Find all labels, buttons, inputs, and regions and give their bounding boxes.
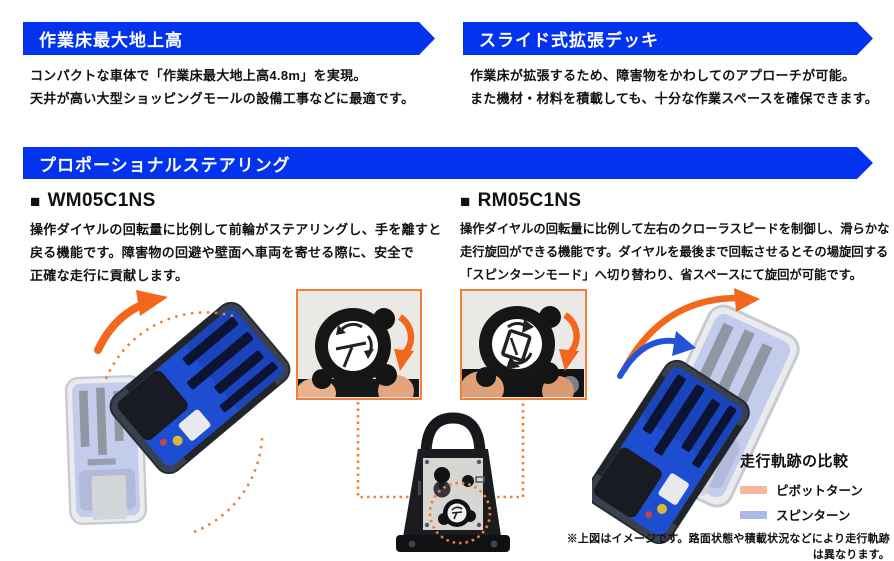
controller-handle xyxy=(420,412,486,456)
turn-comparison-illustration xyxy=(592,288,805,550)
pivot-turn-illustration xyxy=(64,290,297,534)
pivot-turn-swatch xyxy=(740,485,767,494)
legend-item-spin-turn: スピンターン xyxy=(740,505,890,524)
dial-highlight-circle xyxy=(428,481,492,545)
model-heading-rm05c1ns: ■ RM05C1NS xyxy=(460,190,581,212)
rotate-arrow xyxy=(559,312,580,371)
pivot-turn-label: ピボットターン xyxy=(776,484,863,498)
legend-title: 走行軌跡の比較 xyxy=(740,453,849,470)
banner-platform-height: 作業床最大地上高 xyxy=(23,22,435,55)
selector-knob xyxy=(462,475,474,487)
banner-slide-deck-label: スライド式拡張デッキ xyxy=(479,31,659,50)
pivot-turn-arc-dotted-2 xyxy=(193,437,264,534)
spin-turn-symbol-icon xyxy=(501,319,534,369)
banner-proportional-steering-label: プロポーショナルステアリング xyxy=(39,155,291,175)
spin-turn-arrow xyxy=(617,331,696,379)
steering-dial-photo-wm xyxy=(296,289,422,400)
rotate-arrow xyxy=(394,314,415,371)
square-bullet-icon: ■ xyxy=(30,191,41,211)
legend-item-pivot-turn: ピボットターン xyxy=(740,480,890,499)
banner-slide-deck: スライド式拡張デッキ xyxy=(463,22,873,55)
model-heading-wm05c1ns: ■ WM05C1NS xyxy=(30,190,156,212)
spin-turn-label: スピンターン xyxy=(776,509,851,523)
joystick xyxy=(433,467,451,498)
model-name-rm: RM05C1NS xyxy=(477,190,582,211)
banner-proportional-steering: プロポーショナルステアリング xyxy=(23,147,873,179)
steering-dial-photo-rm xyxy=(460,289,587,400)
remote-controller xyxy=(396,412,510,552)
platform-height-description: コンパクトな車体で「作業床最大地上高4.8m」を実現。 天井が高い大型ショッピン… xyxy=(30,68,415,106)
banner-platform-height-label: 作業床最大地上高 xyxy=(39,31,183,50)
turn-track-legend: 走行軌跡の比較 ピボットターン スピンターン xyxy=(740,450,890,524)
steering-dial-on-controller xyxy=(438,499,476,527)
square-bullet-icon: ■ xyxy=(460,191,471,211)
wm05c1ns-description: 操作ダイヤルの回転量に比例して前輪がステアリングし、手を離すと 戻る機能です。障… xyxy=(30,222,442,283)
slide-deck-description: 作業床が拡張するため、障害物をかわしてのアプローチが可能。 また機材・材料を積載… xyxy=(470,68,879,106)
spin-turn-swatch xyxy=(740,510,767,519)
control-dial xyxy=(476,306,561,387)
pivot-turn-arrow xyxy=(94,290,168,354)
control-dial xyxy=(312,308,397,389)
model-name-wm: WM05C1NS xyxy=(47,190,156,211)
rm05c1ns-description: 操作ダイヤルの回転量に比例して左右のクローラスピードを制御し、滑らかな 走行旋回… xyxy=(460,222,890,282)
disclaimer-footnote: ※上図はイメージです。路面状態や積載状況などにより走行軌跡は異なります。 xyxy=(566,533,890,561)
